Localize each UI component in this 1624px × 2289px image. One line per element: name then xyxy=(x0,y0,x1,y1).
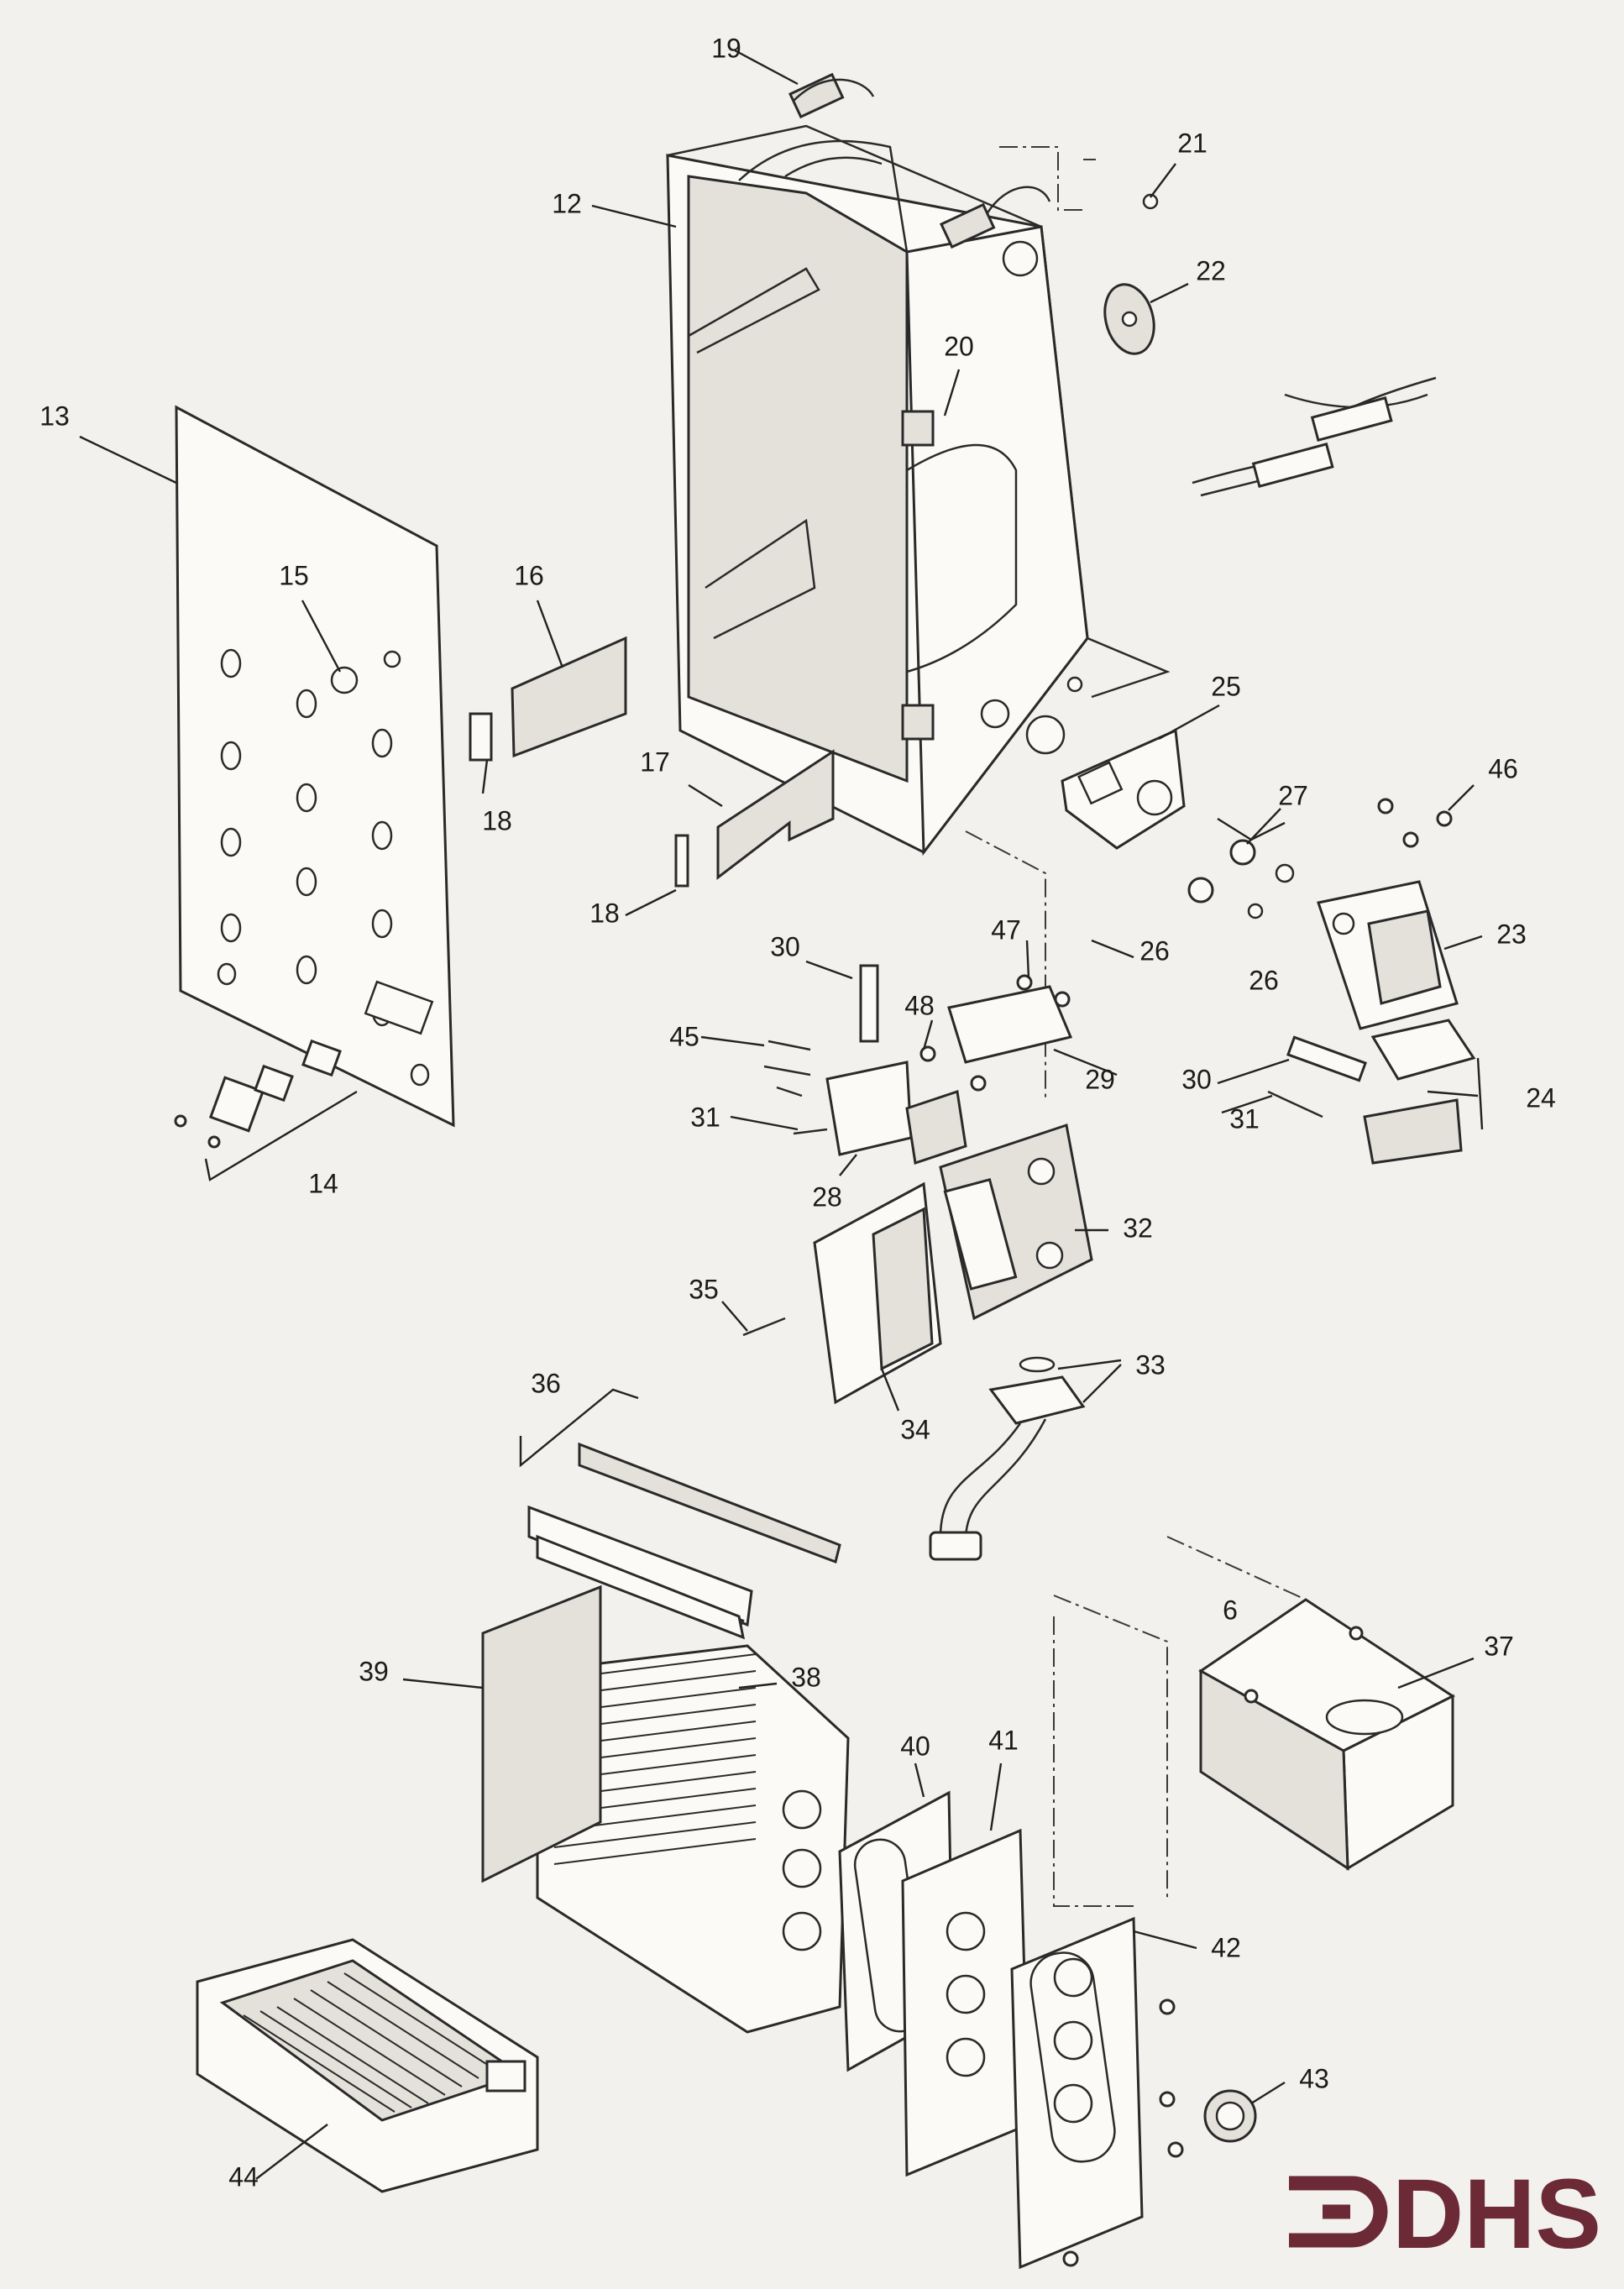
insulation-pieces xyxy=(469,636,835,888)
dhs-logo-mark xyxy=(1289,2176,1388,2248)
callout-28: 28 xyxy=(812,1181,842,1212)
panel-hardware-kit xyxy=(174,1039,358,1181)
callout-38: 38 xyxy=(791,1662,821,1692)
lock-nut xyxy=(1203,2089,1257,2143)
callout-47: 47 xyxy=(991,914,1021,945)
callout-6: 6 xyxy=(1223,1595,1238,1625)
front-panel xyxy=(175,405,455,1128)
callout-26a: 26 xyxy=(1139,935,1170,966)
callout-13: 13 xyxy=(39,401,70,431)
callout-26b: 26 xyxy=(1249,965,1279,995)
callout-27: 27 xyxy=(1278,780,1308,810)
callout-39: 39 xyxy=(359,1656,389,1686)
leader-lines xyxy=(79,49,1483,2180)
callout-30a: 30 xyxy=(770,931,800,961)
burner-tray xyxy=(196,1938,539,2193)
pilot-assembly xyxy=(763,964,1367,1165)
callout-19: 19 xyxy=(711,33,741,63)
top-hardware xyxy=(793,78,1159,355)
callout-45: 45 xyxy=(669,1021,699,1051)
callout-22: 22 xyxy=(1196,255,1226,285)
wiring-harness xyxy=(1192,376,1437,497)
gas-supply-pipe xyxy=(929,1356,1086,1561)
callout-12: 12 xyxy=(552,188,582,218)
dhs-logo: DHS xyxy=(1289,2159,1601,2270)
callout-16: 16 xyxy=(514,560,544,590)
callout-18a: 18 xyxy=(482,805,512,835)
callout-20: 20 xyxy=(944,331,974,361)
callout-48: 48 xyxy=(904,990,935,1020)
callout-21: 21 xyxy=(1177,128,1208,158)
heat-exchanger xyxy=(481,1584,850,2034)
gas-valve xyxy=(742,1124,1093,1405)
callout-34: 34 xyxy=(900,1414,930,1444)
callout-32: 32 xyxy=(1123,1213,1153,1243)
callout-42: 42 xyxy=(1211,1932,1241,1962)
callout-numbers: 19 21 12 22 20 13 15 16 25 46 27 18 17 1… xyxy=(39,33,1556,2192)
burner-hood xyxy=(519,1388,841,1640)
control-bracket xyxy=(1061,728,1295,919)
callout-36: 36 xyxy=(531,1368,561,1398)
callout-18b: 18 xyxy=(589,898,620,928)
callout-17: 17 xyxy=(640,746,670,777)
valve-assembly-right xyxy=(1317,798,1484,1165)
callout-25: 25 xyxy=(1211,671,1241,701)
callout-46: 46 xyxy=(1488,753,1518,783)
callout-30b: 30 xyxy=(1181,1064,1212,1094)
callout-14: 14 xyxy=(308,1168,338,1198)
callout-43: 43 xyxy=(1299,2063,1329,2093)
callout-31a: 31 xyxy=(690,1102,720,1132)
callout-23: 23 xyxy=(1496,919,1527,949)
callout-41: 41 xyxy=(988,1725,1019,1755)
vent-hood xyxy=(1198,1598,1456,1871)
callout-31b: 31 xyxy=(1229,1103,1260,1134)
callout-15: 15 xyxy=(279,560,309,590)
callout-40: 40 xyxy=(900,1731,930,1761)
callout-29: 29 xyxy=(1085,1064,1115,1094)
cabinet-frame xyxy=(666,72,1171,856)
callout-24: 24 xyxy=(1526,1082,1556,1113)
callout-33: 33 xyxy=(1135,1349,1166,1380)
callout-37: 37 xyxy=(1484,1631,1514,1661)
dhs-logo-text: DHS xyxy=(1392,2159,1601,2270)
callout-44: 44 xyxy=(228,2161,259,2192)
mounting-plates xyxy=(838,1790,1184,2270)
callout-35: 35 xyxy=(689,1274,719,1304)
